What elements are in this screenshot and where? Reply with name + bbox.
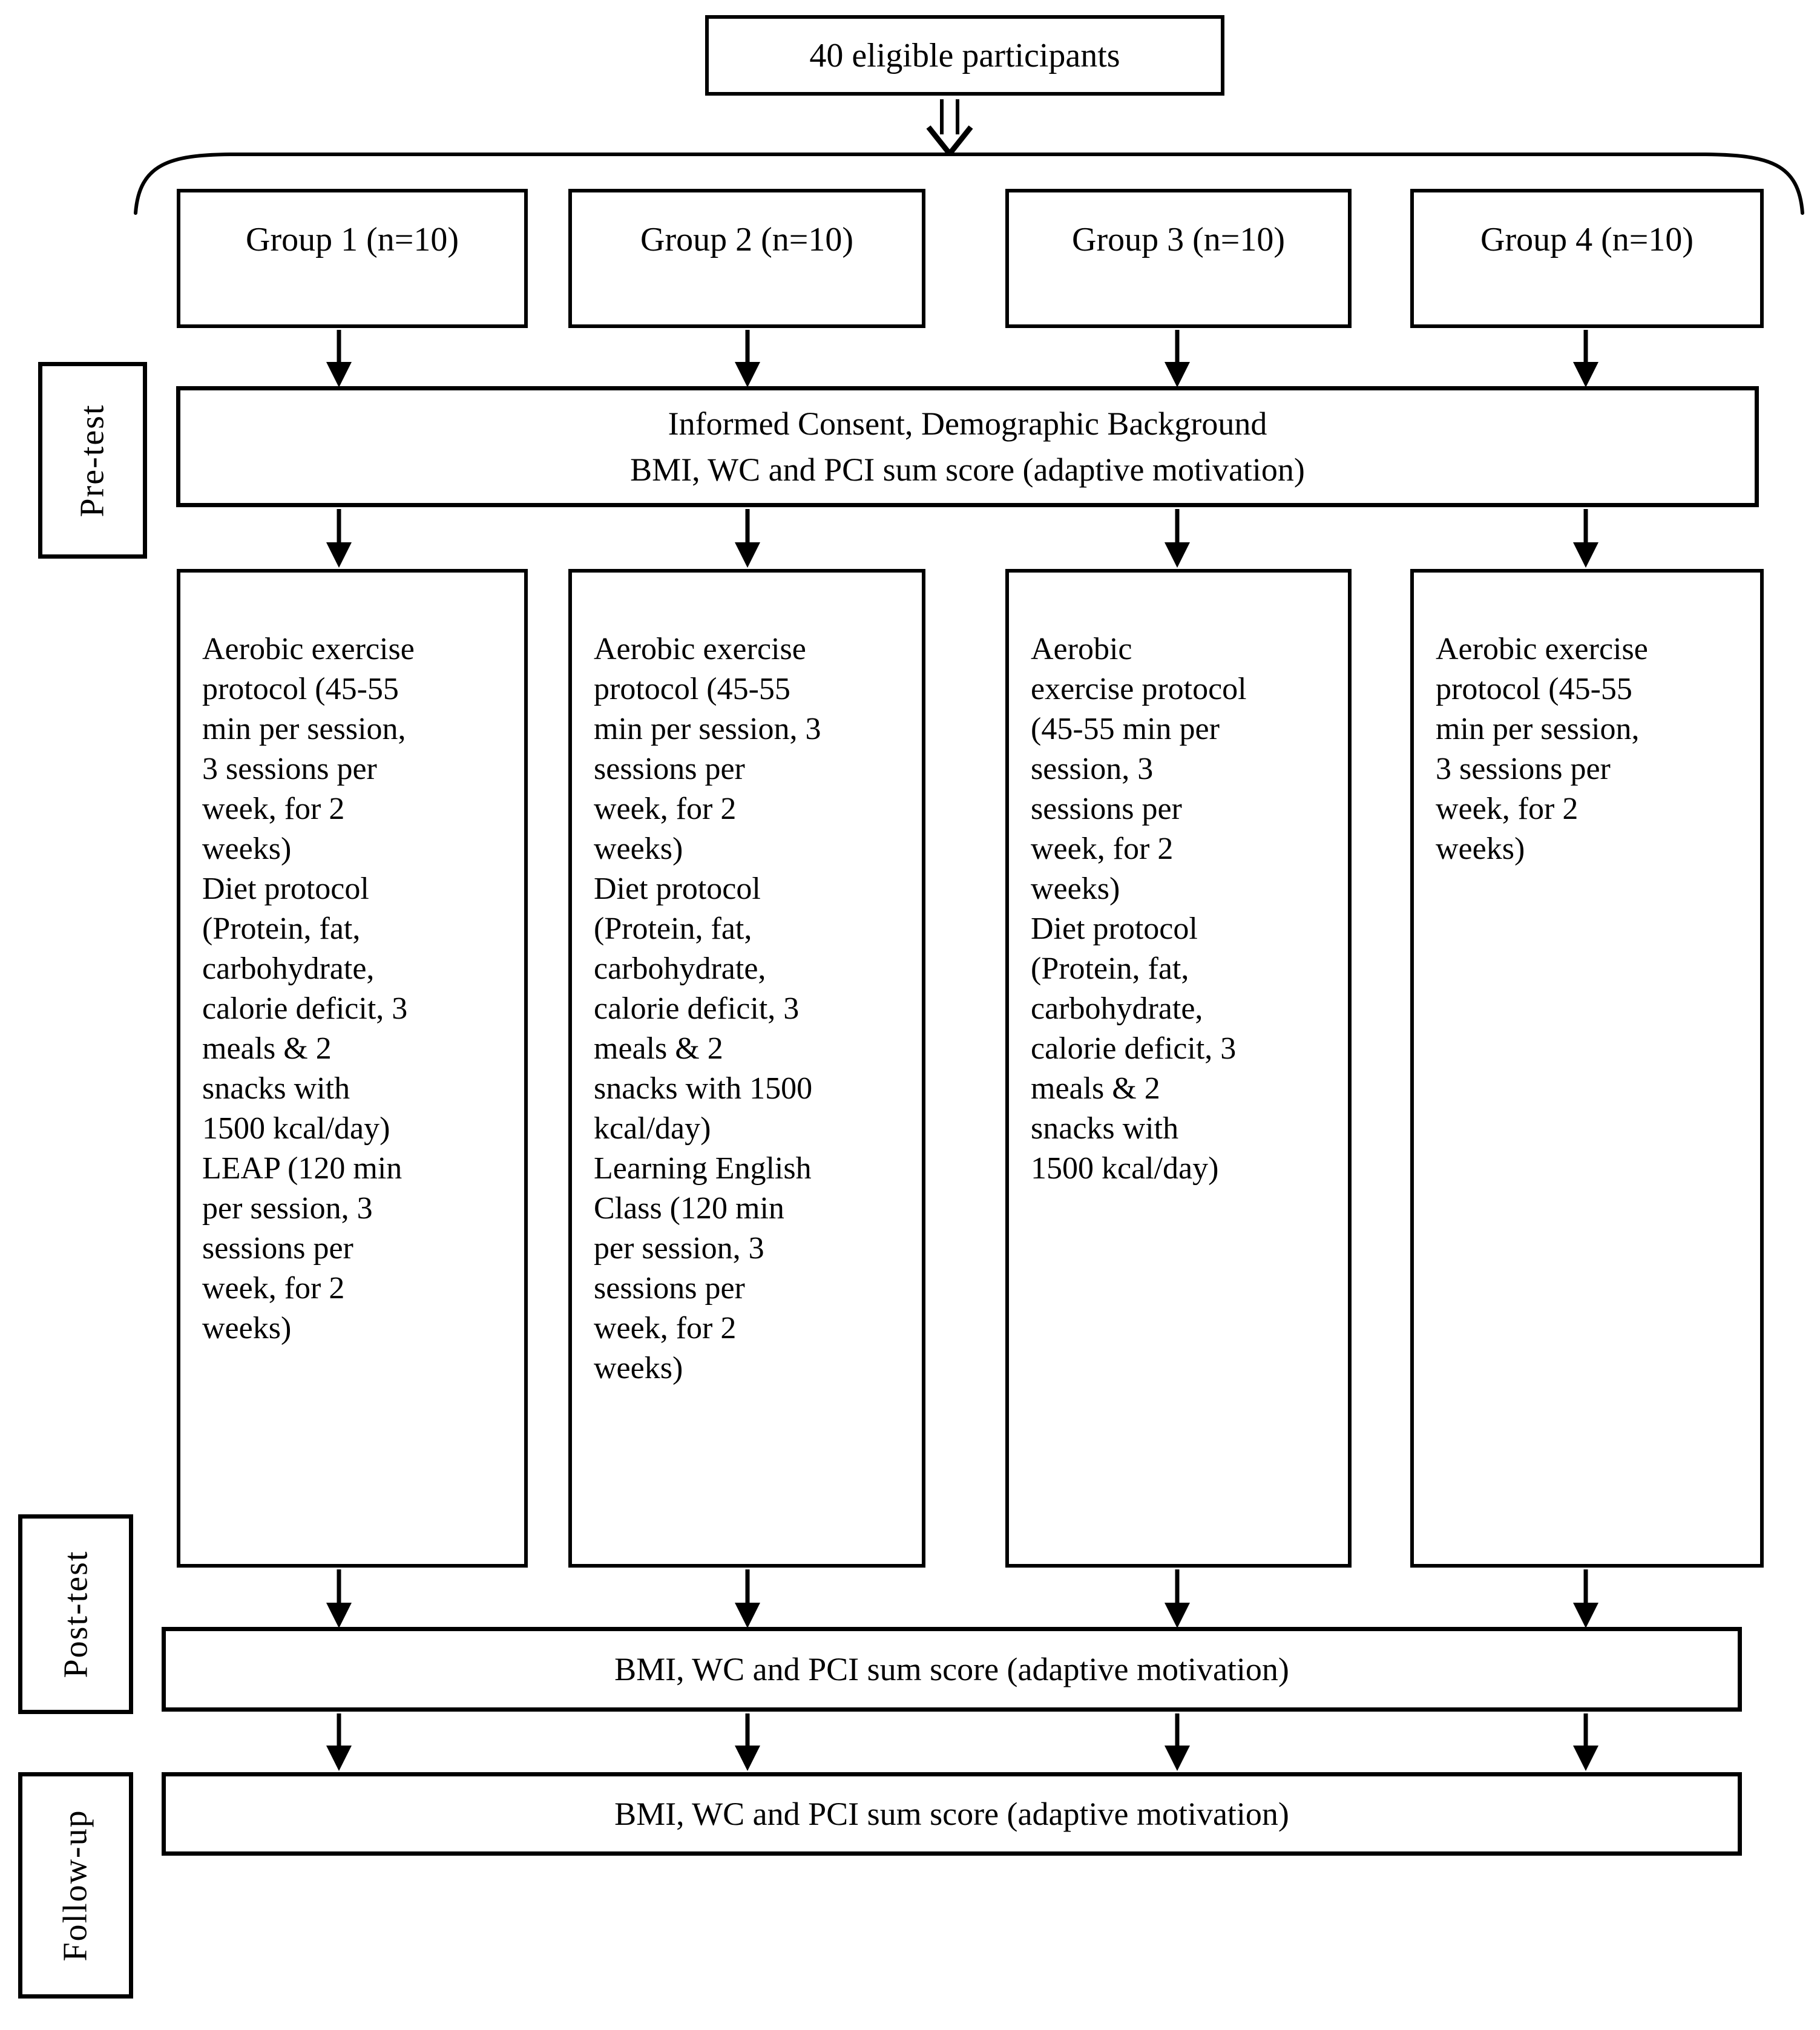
- down-arrow-icon: [326, 1569, 1598, 1628]
- down-arrow-icon: [326, 509, 1598, 568]
- group-1-box: Group 1 (n=10): [177, 189, 528, 328]
- group-2-box: Group 2 (n=10): [568, 189, 925, 328]
- pretest-measures-box: Informed Consent, Demographic Background…: [176, 386, 1759, 507]
- group-3-box: Group 3 (n=10): [1005, 189, 1352, 328]
- intervention-group-1-text: Aerobic exercise protocol (45-55 min per…: [202, 632, 415, 1345]
- posttest-measures-box: BMI, WC and PCI sum score (adaptive moti…: [162, 1627, 1742, 1712]
- brace-icon: [134, 153, 1804, 215]
- group-1-label: Group 1 (n=10): [246, 221, 459, 258]
- down-arrow-icon: [326, 1713, 1598, 1771]
- intervention-group-3-text: Aerobic exercise protocol (45-55 min per…: [1031, 632, 1247, 1186]
- intervention-group-4-box: Aerobic exercise protocol (45-55 min per…: [1410, 569, 1764, 1568]
- intervention-group-4-text: Aerobic exercise protocol (45-55 min per…: [1436, 632, 1648, 866]
- group-4-box: Group 4 (n=10): [1410, 189, 1764, 328]
- intervention-group-2-box: Aerobic exercise protocol (45-55 min per…: [568, 569, 925, 1568]
- group-3-label: Group 3 (n=10): [1072, 221, 1285, 258]
- stage-label-pretest: Pre-test: [38, 362, 147, 559]
- eligible-participants-text: 40 eligible participants: [809, 36, 1120, 74]
- group-4-label: Group 4 (n=10): [1480, 221, 1694, 258]
- followup-measures-text: BMI, WC and PCI sum score (adaptive moti…: [614, 1796, 1289, 1832]
- pretest-measures-text: Informed Consent, Demographic Background…: [630, 406, 1305, 488]
- intervention-group-1-box: Aerobic exercise protocol (45-55 min per…: [177, 569, 528, 1568]
- eligible-participants-box: 40 eligible participants: [705, 15, 1224, 96]
- intervention-group-2-text: Aerobic exercise protocol (45-55 min per…: [594, 632, 821, 1385]
- intervention-group-3-box: Aerobic exercise protocol (45-55 min per…: [1005, 569, 1352, 1568]
- double-down-arrow-icon: [926, 99, 973, 156]
- stage-label-followup: Follow-up: [18, 1772, 133, 1999]
- posttest-measures-text: BMI, WC and PCI sum score (adaptive moti…: [614, 1651, 1289, 1687]
- down-arrow-icon: [326, 330, 1598, 387]
- stage-label-posttest: Post-test: [18, 1514, 133, 1714]
- followup-measures-box: BMI, WC and PCI sum score (adaptive moti…: [162, 1772, 1742, 1856]
- group-2-label: Group 2 (n=10): [640, 221, 853, 258]
